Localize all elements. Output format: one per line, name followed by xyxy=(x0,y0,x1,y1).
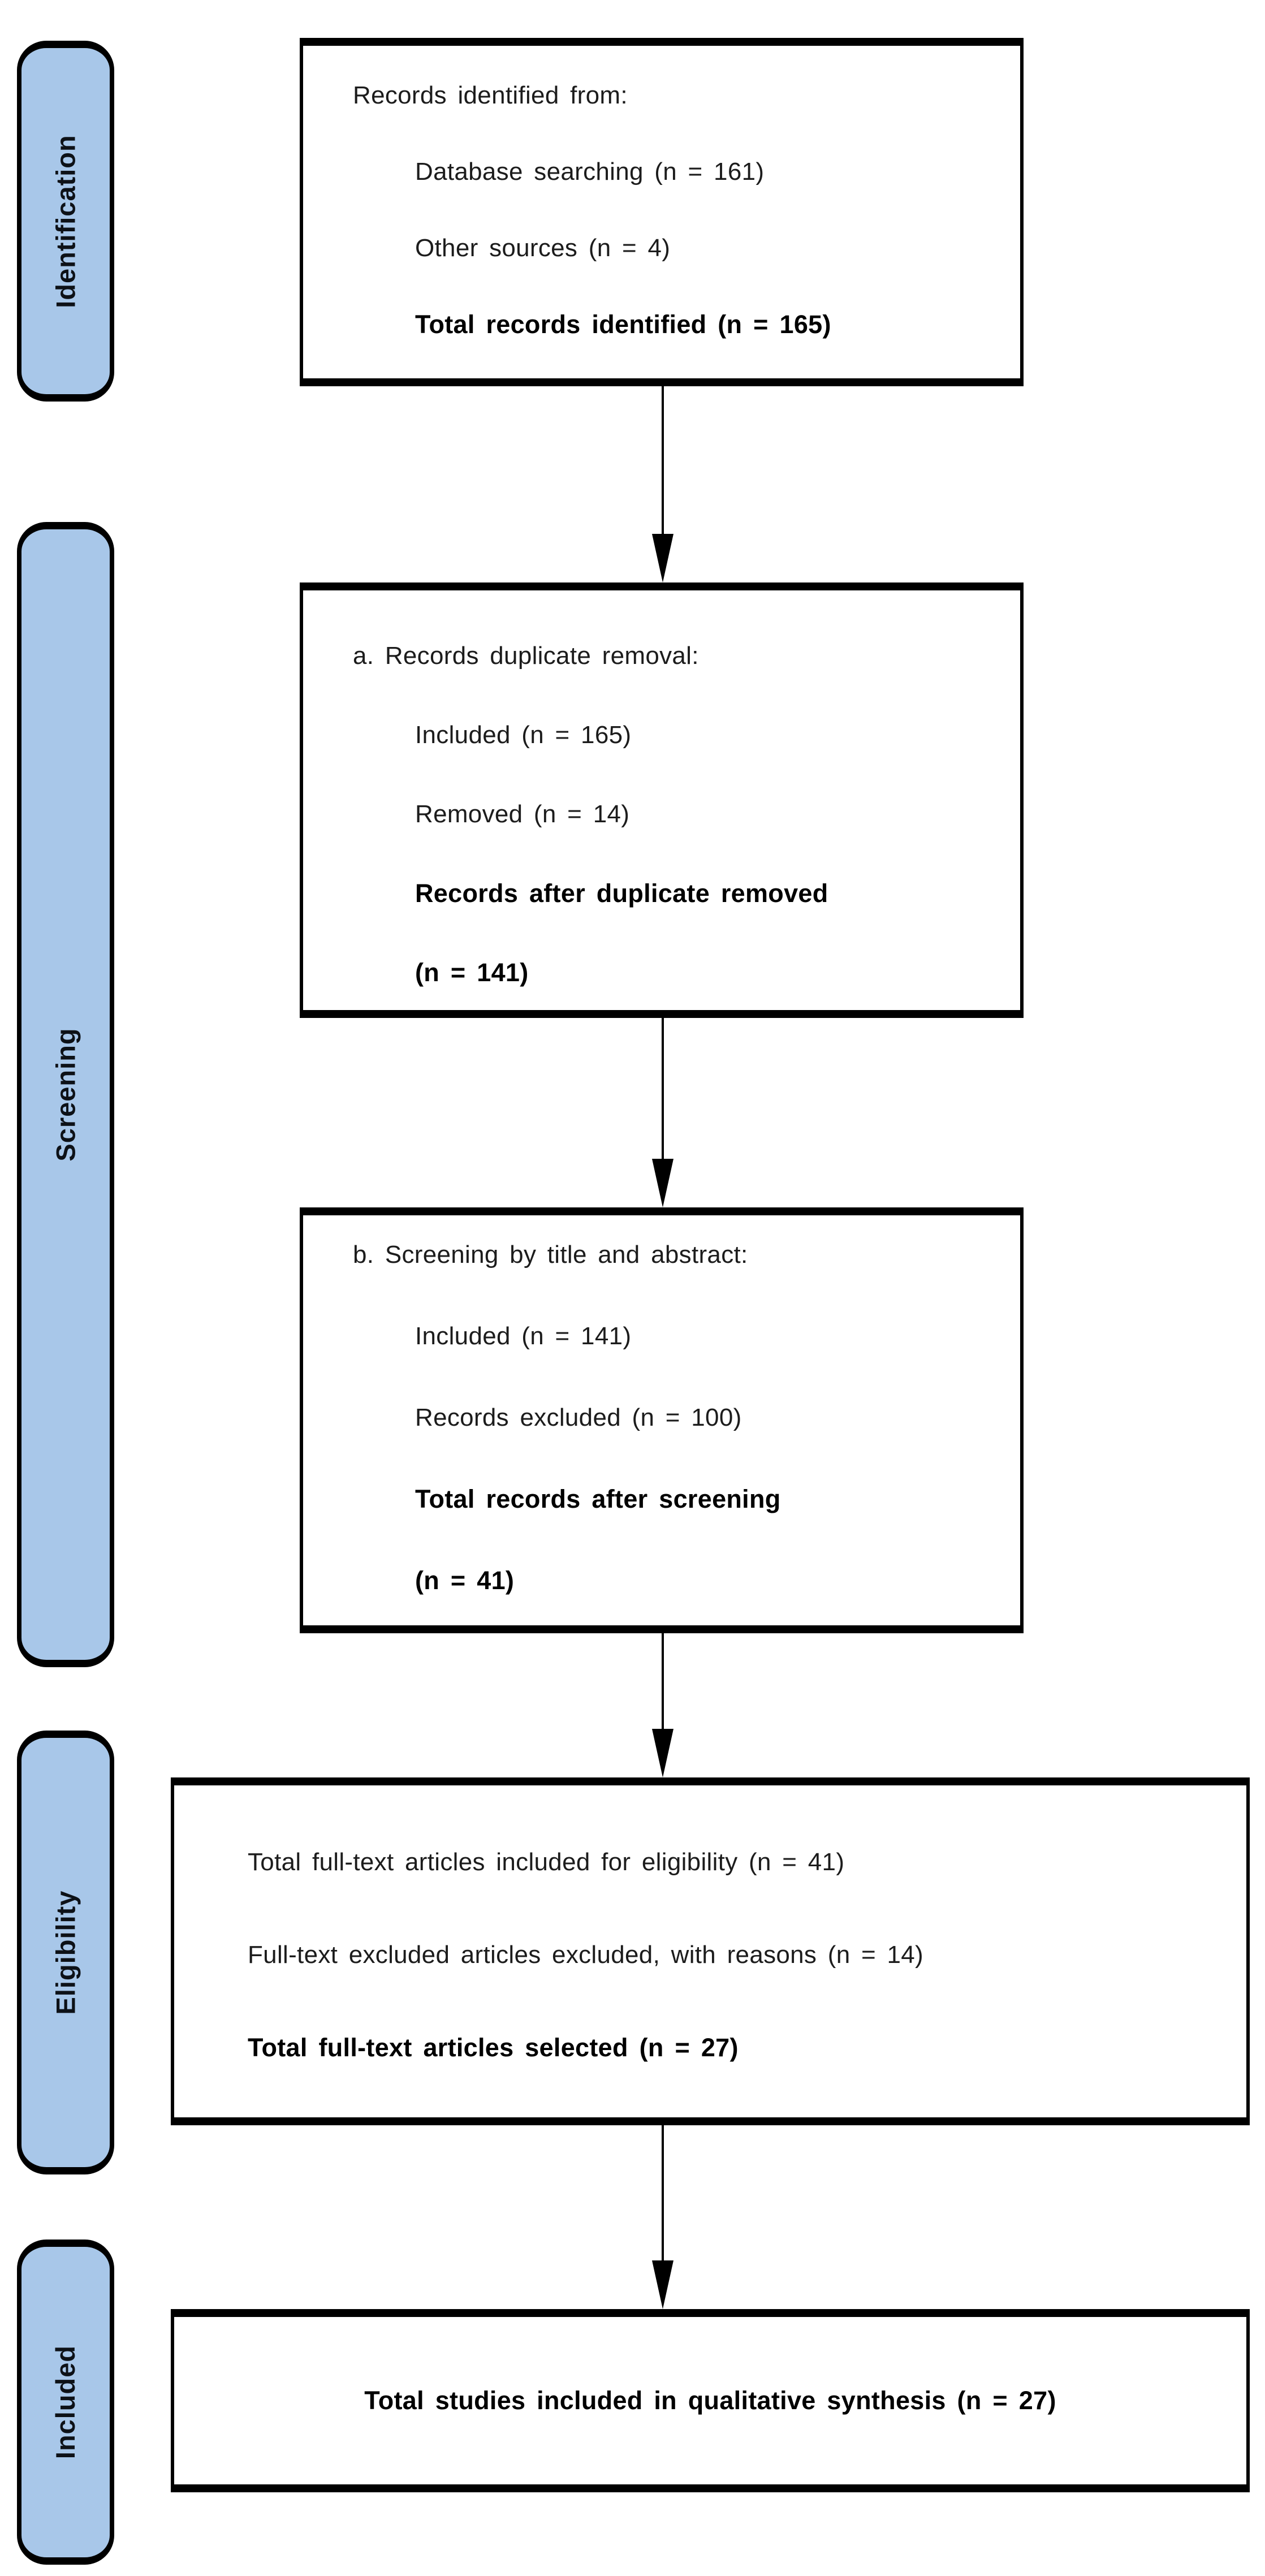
box-screening-title-abstract: b. Screening by title and abstract: Incl… xyxy=(300,1207,1024,1633)
box-line-total: Records after duplicate removed xyxy=(415,879,828,908)
box-line-total: Total records identified (n = 165) xyxy=(415,310,831,339)
stage-badge-screening: Screening xyxy=(17,522,114,1667)
stage-label: Eligibility xyxy=(50,1890,81,2015)
stage-badge-included: Included xyxy=(17,2240,114,2565)
box-line: Full-text excluded articles excluded, wi… xyxy=(248,1941,924,1969)
box-line-total: Total full-text articles selected (n = 2… xyxy=(248,2033,739,2062)
box-line: Database searching (n = 161) xyxy=(415,158,765,185)
box-records-identified: Records identified from: Database search… xyxy=(300,38,1024,386)
arrow-shaft xyxy=(662,386,664,534)
flow-arrow-identification-to-dedup xyxy=(652,386,673,582)
box-line-total-count: (n = 41) xyxy=(415,1566,515,1595)
flow-arrow-eligibility-to-included xyxy=(652,2125,673,2309)
box-line: Other sources (n = 4) xyxy=(415,234,671,262)
box-line: Included (n = 165) xyxy=(415,721,632,749)
box-line: b. Screening by title and abstract: xyxy=(353,1241,748,1268)
arrow-shaft xyxy=(662,1633,664,1729)
box-line-total: Total studies included in qualitative sy… xyxy=(364,2386,1056,2415)
box-line: Records identified from: xyxy=(353,81,628,109)
arrow-shaft xyxy=(662,2125,664,2260)
stage-label: Identification xyxy=(50,134,81,308)
arrow-down-icon xyxy=(652,1159,673,1207)
box-line: Total full-text articles included for el… xyxy=(248,1848,845,1876)
box-line: a. Records duplicate removal: xyxy=(353,642,699,670)
arrow-down-icon xyxy=(652,1729,673,1777)
flow-arrow-dedup-to-screening xyxy=(652,1018,673,1207)
box-line-total-count: (n = 141) xyxy=(415,958,529,987)
stage-badge-identification: Identification xyxy=(17,41,114,402)
arrow-shaft xyxy=(662,1018,664,1159)
arrow-down-icon xyxy=(652,2260,673,2309)
flow-arrow-screening-to-eligibility xyxy=(652,1633,673,1777)
box-line: Records excluded (n = 100) xyxy=(415,1404,742,1431)
stage-label: Included xyxy=(50,2345,81,2460)
box-eligibility-fulltext: Total full-text articles included for el… xyxy=(171,1777,1250,2125)
arrow-down-icon xyxy=(652,534,673,582)
box-included-synthesis: Total studies included in qualitative sy… xyxy=(171,2309,1250,2492)
box-duplicate-removal: a. Records duplicate removal: Included (… xyxy=(300,582,1024,1018)
stage-badge-eligibility: Eligibility xyxy=(17,1731,114,2174)
stage-label: Screening xyxy=(50,1028,81,1162)
box-line-total: Total records after screening xyxy=(415,1485,781,1513)
box-line: Removed (n = 14) xyxy=(415,800,630,828)
box-line: Included (n = 141) xyxy=(415,1322,632,1350)
